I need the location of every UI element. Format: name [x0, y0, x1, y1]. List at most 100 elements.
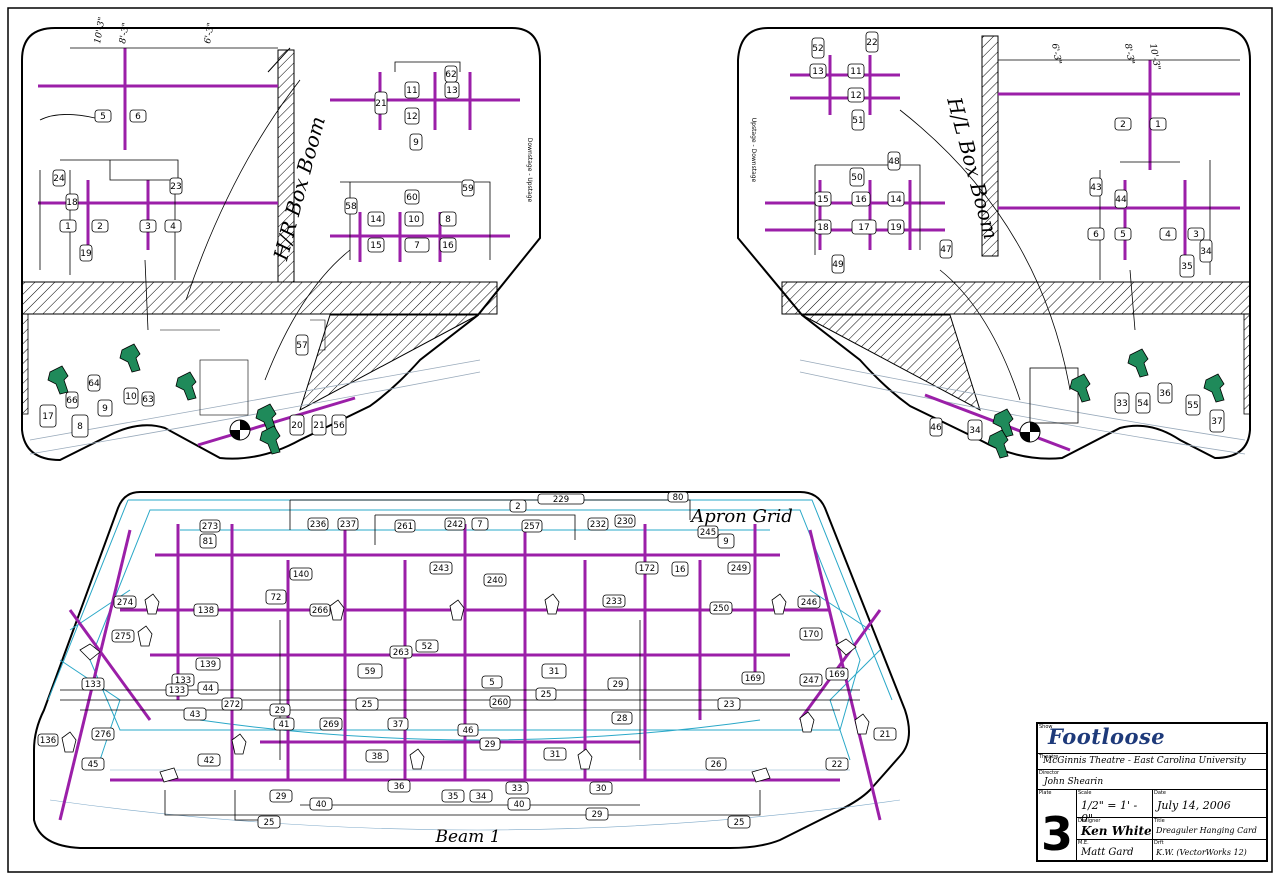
- director: John Shearin: [1044, 777, 1104, 787]
- svg-text:29: 29: [276, 792, 287, 802]
- svg-text:19: 19: [890, 223, 902, 233]
- svg-text:260: 260: [492, 698, 508, 708]
- svg-text:37: 37: [393, 720, 404, 730]
- svg-text:12: 12: [850, 91, 861, 101]
- svg-text:21: 21: [313, 421, 324, 431]
- svg-text:14: 14: [890, 195, 902, 205]
- svg-text:245: 245: [700, 528, 716, 538]
- svg-text:274: 274: [117, 598, 133, 608]
- svg-text:6: 6: [135, 112, 141, 122]
- svg-text:233: 233: [606, 597, 622, 607]
- svg-text:136: 136: [40, 736, 56, 746]
- svg-text:13: 13: [446, 86, 457, 96]
- page-border: [7, 7, 1273, 873]
- director-label: Director: [1039, 770, 1060, 776]
- svg-text:22: 22: [832, 760, 843, 770]
- right-dim-3: 10'-3": [1147, 43, 1162, 71]
- svg-text:50: 50: [851, 173, 863, 183]
- svg-text:172: 172: [639, 564, 655, 574]
- svg-text:54: 54: [1137, 399, 1149, 409]
- svg-text:44: 44: [1115, 195, 1127, 205]
- date: July 14, 2006: [1157, 799, 1231, 812]
- svg-text:266: 266: [312, 606, 328, 616]
- svg-text:40: 40: [316, 800, 327, 810]
- svg-text:52: 52: [422, 642, 433, 652]
- svg-text:133: 133: [85, 680, 101, 690]
- svg-text:56: 56: [333, 421, 345, 431]
- svg-text:16: 16: [675, 565, 686, 575]
- svg-text:8: 8: [77, 422, 83, 432]
- drafter-label: Drft: [1154, 840, 1164, 846]
- svg-text:22: 22: [866, 38, 877, 48]
- svg-text:62: 62: [445, 70, 456, 80]
- svg-text:13: 13: [812, 67, 823, 77]
- svg-text:4: 4: [1165, 230, 1171, 240]
- svg-text:59: 59: [365, 667, 376, 677]
- svg-text:11: 11: [406, 86, 417, 96]
- svg-text:140: 140: [293, 570, 309, 580]
- plate-label: Plate: [1039, 790, 1052, 796]
- svg-text:48: 48: [888, 157, 900, 167]
- svg-text:133: 133: [169, 686, 185, 696]
- svg-text:25: 25: [734, 818, 745, 828]
- svg-text:3: 3: [145, 222, 151, 232]
- svg-text:10: 10: [408, 215, 420, 225]
- svg-text:59: 59: [462, 184, 474, 194]
- svg-text:42: 42: [204, 756, 215, 766]
- scale: 1/2" = 1' - 0": [1081, 799, 1138, 825]
- svg-text:9: 9: [413, 138, 419, 148]
- svg-text:133: 133: [175, 676, 191, 686]
- right-direction-label: Upstage - Downstage: [750, 118, 757, 183]
- svg-text:31: 31: [549, 667, 560, 677]
- master-electrician: Matt Gard: [1081, 847, 1134, 858]
- svg-text:35: 35: [448, 792, 459, 802]
- svg-text:273: 273: [202, 522, 218, 532]
- svg-text:29: 29: [275, 706, 286, 716]
- svg-text:169: 169: [829, 670, 845, 680]
- svg-text:63: 63: [142, 395, 153, 405]
- svg-text:246: 246: [801, 598, 817, 608]
- svg-text:6: 6: [1093, 230, 1099, 240]
- svg-text:4: 4: [170, 222, 176, 232]
- svg-text:72: 72: [271, 593, 282, 603]
- designer-label: Designer: [1078, 818, 1101, 824]
- svg-text:169: 169: [745, 674, 761, 684]
- svg-text:236: 236: [310, 520, 326, 530]
- svg-text:34: 34: [1200, 247, 1212, 257]
- svg-text:20: 20: [291, 421, 303, 431]
- svg-text:230: 230: [617, 517, 633, 527]
- drawing-title: Dreaguler Hanging Card: [1156, 826, 1257, 835]
- svg-text:80: 80: [673, 493, 684, 503]
- svg-text:240: 240: [487, 576, 503, 586]
- svg-text:21: 21: [880, 730, 891, 740]
- svg-text:43: 43: [1090, 183, 1101, 193]
- svg-text:5: 5: [1120, 230, 1126, 240]
- svg-text:19: 19: [80, 249, 92, 259]
- svg-text:5: 5: [489, 678, 494, 688]
- svg-text:8: 8: [445, 215, 451, 225]
- svg-text:243: 243: [433, 564, 449, 574]
- svg-text:139: 139: [200, 660, 216, 670]
- svg-text:25: 25: [362, 700, 373, 710]
- svg-text:1: 1: [65, 222, 71, 232]
- svg-text:12: 12: [406, 112, 417, 122]
- svg-text:37: 37: [1211, 417, 1222, 427]
- title-block: Show Footloose Theatre McGinnis Theatre …: [1036, 722, 1268, 862]
- svg-text:2: 2: [97, 222, 103, 232]
- svg-text:33: 33: [512, 784, 523, 794]
- apron-grid-label: Apron Grid: [689, 506, 793, 527]
- svg-text:9: 9: [102, 404, 108, 414]
- left-dim-2: 8'-3": [118, 22, 132, 45]
- svg-text:34: 34: [476, 792, 487, 802]
- scale-label: Scale: [1078, 790, 1092, 796]
- svg-text:64: 64: [88, 379, 100, 389]
- svg-text:11: 11: [850, 67, 861, 77]
- svg-text:38: 38: [372, 752, 383, 762]
- svg-text:1: 1: [1155, 120, 1161, 130]
- svg-text:31: 31: [550, 750, 561, 760]
- svg-text:276: 276: [95, 730, 111, 740]
- svg-text:55: 55: [1187, 401, 1198, 411]
- svg-text:261: 261: [397, 522, 413, 532]
